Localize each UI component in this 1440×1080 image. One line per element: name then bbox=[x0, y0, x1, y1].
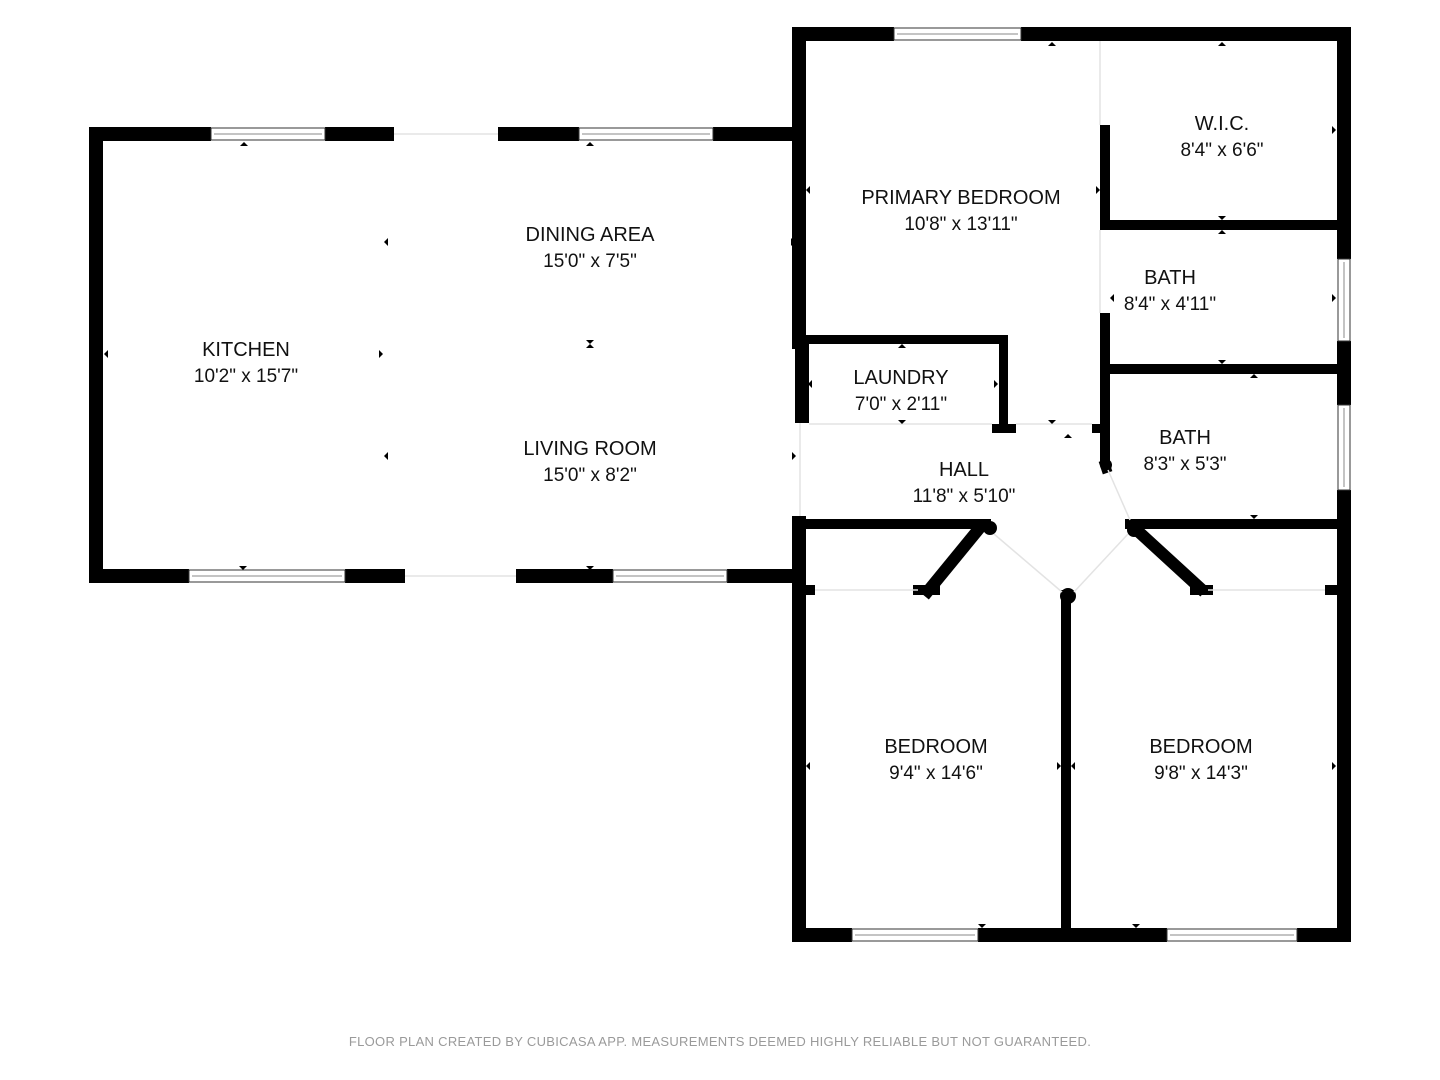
label-bedroom2-dim: 9'8" x 14'3" bbox=[1154, 763, 1248, 784]
wall-bedroom1-top-stub bbox=[795, 585, 815, 595]
wall-bedroom-divider bbox=[1061, 590, 1071, 940]
label-hall-name: HALL bbox=[939, 459, 989, 481]
label-bedroom1-dim: 9'4" x 14'6" bbox=[889, 763, 983, 784]
label-primary-dim: 10'8" x 13'11" bbox=[904, 214, 1017, 235]
wall-kitchen-top-1 bbox=[89, 127, 211, 141]
wall-south-2 bbox=[978, 928, 1167, 942]
wall-dining-top-2 bbox=[713, 127, 795, 141]
wall-south-3 bbox=[1297, 928, 1351, 942]
label-bath1-dim: 8'4" x 4'11" bbox=[1124, 294, 1216, 315]
windows bbox=[188, 27, 1351, 942]
label-living-name: LIVING ROOM bbox=[523, 438, 656, 460]
wall-primary-top-2 bbox=[1021, 27, 1351, 41]
wall-primary-left bbox=[792, 27, 806, 349]
label-bedroom2-name: BEDROOM bbox=[1149, 736, 1252, 758]
wall-laundry-top bbox=[803, 335, 1008, 344]
wall-east-3 bbox=[1337, 490, 1351, 942]
wall-kitchen-bottom-1 bbox=[89, 569, 189, 583]
wall-bath2-left bbox=[1100, 372, 1110, 462]
wall-laundry-left bbox=[795, 335, 809, 423]
door-openings bbox=[394, 41, 1325, 593]
wall-east-1 bbox=[1337, 27, 1351, 259]
wall-bedroom2-top-stub bbox=[1325, 585, 1345, 595]
measurement-markers bbox=[104, 42, 1336, 928]
diagonal-walls bbox=[913, 458, 1213, 604]
wall-hall-bottom bbox=[803, 519, 991, 529]
wall-joint-hall-right bbox=[1127, 523, 1141, 537]
wall-joint-hall-center bbox=[1060, 588, 1076, 604]
wall-joint-bath2 bbox=[1100, 459, 1112, 471]
wall-hall-stub bbox=[1092, 424, 1110, 433]
label-kitchen-dim: 10'2" x 15'7" bbox=[194, 366, 298, 387]
wall-kitchen-left bbox=[89, 127, 103, 583]
wall-joint-hall-left bbox=[983, 521, 997, 535]
wall-laundry-right bbox=[999, 335, 1008, 433]
door-hall-bath2 bbox=[1107, 469, 1131, 521]
wall-bath1-left bbox=[1100, 313, 1110, 373]
wall-kitchen-bottom-2 bbox=[345, 569, 405, 583]
wall-living-bottom-2 bbox=[727, 569, 795, 583]
label-bath1-name: BATH bbox=[1144, 267, 1196, 289]
label-dining-name: DINING AREA bbox=[526, 224, 656, 246]
wall-bedroom1-left bbox=[792, 516, 806, 942]
label-bedroom1-name: BEDROOM bbox=[884, 736, 987, 758]
label-dining-dim: 15'0" x 7'5" bbox=[543, 251, 637, 272]
disclaimer-footer: FLOOR PLAN CREATED BY CUBICASA APP. MEAS… bbox=[348, 1034, 1092, 1049]
label-bath2-dim: 8'3" x 5'3" bbox=[1143, 454, 1226, 475]
label-bath2-name: BATH bbox=[1159, 427, 1211, 449]
label-wic-name: W.I.C. bbox=[1195, 113, 1249, 135]
wall-bath1-bottom bbox=[1100, 364, 1345, 374]
door-hall-bedroom2 bbox=[1073, 533, 1129, 593]
door-hall-bedroom1 bbox=[993, 533, 1063, 593]
room-labels: KITCHEN 10'2" x 15'7" DINING AREA 15'0" … bbox=[194, 113, 1264, 784]
label-wic-dim: 8'4" x 6'6" bbox=[1180, 140, 1263, 161]
wall-living-bottom-1 bbox=[516, 569, 613, 583]
wall-kitchen-top-2 bbox=[325, 127, 394, 141]
label-living-dim: 15'0" x 8'2" bbox=[543, 465, 637, 486]
walls bbox=[89, 27, 1351, 942]
label-hall-dim: 11'8" x 5'10" bbox=[913, 486, 1016, 507]
wall-laundry-stub bbox=[992, 424, 1016, 433]
wall-dining-top-1 bbox=[498, 127, 579, 141]
label-kitchen-name: KITCHEN bbox=[202, 339, 290, 361]
wall-primary-top-1 bbox=[792, 27, 894, 41]
wall-closet-diagonal-left bbox=[919, 521, 987, 600]
wall-south-1 bbox=[792, 928, 852, 942]
label-primary-name: PRIMARY BEDROOM bbox=[861, 187, 1060, 209]
wall-wic-left bbox=[1100, 125, 1110, 230]
label-laundry-dim: 7'0" x 2'11" bbox=[855, 394, 947, 415]
wall-wic-bottom bbox=[1100, 220, 1345, 230]
wall-bath2-bottom bbox=[1125, 519, 1345, 529]
wall-closet-diagonal-right bbox=[1131, 524, 1209, 597]
label-laundry-name: LAUNDRY bbox=[853, 367, 948, 389]
